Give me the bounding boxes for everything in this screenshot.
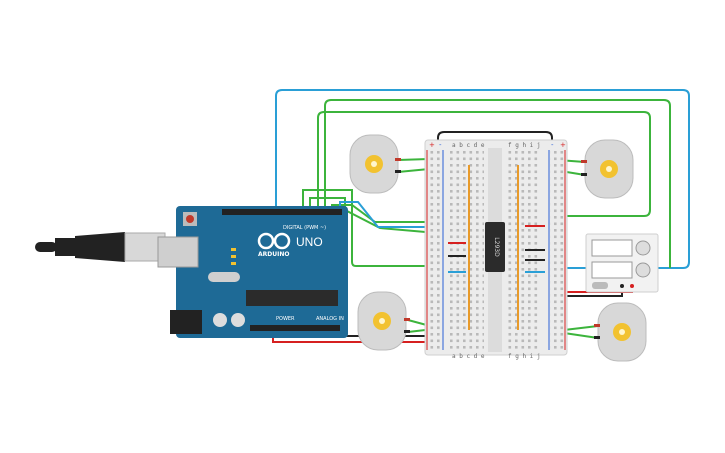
- chip-body: [485, 222, 505, 272]
- wire-blue-short[interactable]: [339, 201, 460, 228]
- rail-minus-label-right: -: [551, 141, 554, 149]
- col-labels-left-bottom: a b c d e: [452, 353, 485, 360]
- motor-bottom-left[interactable]: [357, 291, 410, 351]
- usb-cable-end: [35, 242, 57, 252]
- usb-cable-sleeve: [55, 238, 75, 256]
- digital-header[interactable]: [222, 209, 342, 215]
- motor-shaft: [371, 161, 377, 167]
- motor-top-right[interactable]: [581, 139, 634, 199]
- motor-terminal: [395, 170, 401, 173]
- battery-cell-2: [591, 261, 633, 279]
- motor-terminal: [581, 160, 587, 163]
- col-labels-left-top: a b c d e: [452, 142, 485, 149]
- motor-shaft: [606, 166, 612, 172]
- motor-terminal: [594, 324, 600, 327]
- reset-button-cap: [186, 215, 194, 223]
- chip-label: L293D: [493, 237, 500, 257]
- battery-pack[interactable]: [585, 233, 659, 293]
- crystal: [208, 272, 240, 282]
- usb-jack: [157, 236, 199, 268]
- wire-green-outer-2[interactable]: [317, 111, 651, 217]
- power-analog-header[interactable]: [250, 325, 340, 331]
- motor-shaft: [619, 329, 625, 335]
- col-labels-right-bottom: f g h i j: [508, 353, 541, 360]
- rail-plus-label: +: [429, 141, 435, 149]
- motor-terminal: [404, 330, 410, 333]
- digital-label: DIGITAL (PWM ~): [283, 225, 326, 231]
- battery-cell-1: [591, 239, 633, 257]
- capacitor-1: [213, 313, 227, 327]
- motor-terminal: [404, 318, 410, 321]
- rail-right: [550, 150, 564, 350]
- motor-terminal: [594, 336, 600, 339]
- battery-terminal-pos: [630, 284, 634, 288]
- led-l: [231, 248, 236, 251]
- board-model: UNO: [296, 235, 323, 249]
- power-label: POWER: [276, 316, 295, 322]
- wire-black-top[interactable]: [437, 131, 553, 150]
- power-jack: [170, 310, 202, 334]
- usb-cable-plug: [75, 232, 125, 262]
- battery-cap-1: [635, 240, 651, 256]
- capacitor-2: [231, 313, 245, 327]
- analog-label: ANALOG IN: [316, 316, 344, 322]
- battery-cap-2: [635, 262, 651, 278]
- atmega-chip: [246, 290, 338, 306]
- motor-top-left[interactable]: [349, 134, 401, 194]
- wire-blue-outer[interactable]: [275, 89, 690, 269]
- battery-switch[interactable]: [592, 282, 608, 289]
- motor-bottom-right[interactable]: [594, 302, 647, 362]
- arduino-board[interactable]: UNO ARDUINO DIGITAL (PWM ~) ANALOG IN PO…: [35, 206, 348, 338]
- wire-green-outer-1[interactable]: [324, 99, 671, 268]
- driver-chip[interactable]: L293D: [485, 222, 505, 272]
- motor-terminal: [395, 158, 401, 161]
- rail-minus-label: -: [439, 141, 442, 149]
- motor-terminal: [581, 173, 587, 176]
- infinity-logo-icon: [257, 232, 291, 250]
- battery-terminal-neg: [620, 284, 624, 288]
- led-rx: [231, 262, 236, 265]
- terminal-left: [450, 150, 484, 350]
- rail-left: [428, 150, 442, 350]
- led-tx: [231, 255, 236, 258]
- board-brand: ARDUINO: [258, 251, 289, 258]
- motor-shaft: [379, 318, 385, 324]
- rail-plus-label-right: +: [560, 141, 566, 149]
- col-labels-right-top: f g h i j: [508, 142, 541, 149]
